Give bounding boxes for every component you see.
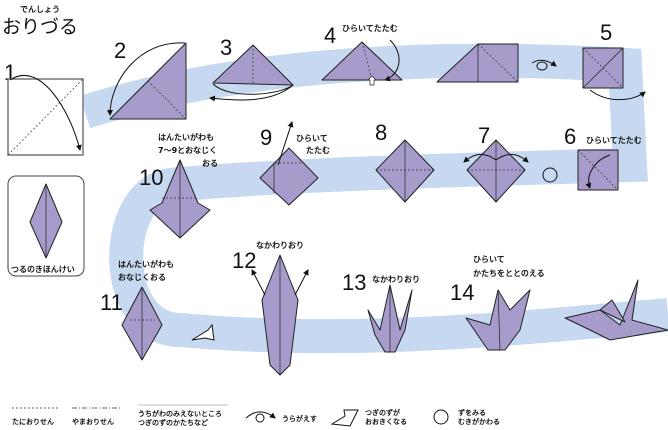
step-number: 6: [564, 124, 576, 149]
step-12-caption: なかわりおり: [256, 241, 304, 250]
step-13-caption: なかわりおり: [372, 275, 420, 284]
legend-label: やまおりせん: [72, 417, 114, 426]
step-9-caption-2: たたむ: [306, 145, 330, 155]
step-10-caption-1: はんたいがわも: [158, 132, 214, 142]
step-8: 8: [375, 120, 435, 203]
step-4-caption: ひらいてたたむ: [342, 23, 398, 33]
step-number: 10: [139, 165, 163, 190]
legend-label: つぎのずが: [365, 408, 400, 417]
step-11-caption-1: はんたいがわも: [118, 259, 174, 269]
step-6: 6 ひらいてたたむ: [564, 124, 642, 191]
step-number: 3: [220, 35, 232, 60]
step-13: 13 なかわりおり: [342, 270, 420, 353]
base-box-label: つるのきほんけい: [11, 265, 75, 274]
legend-label: おおきくなる: [365, 417, 407, 426]
step-4b: [436, 43, 519, 83]
step-number: 5: [600, 20, 612, 45]
crane-base-box: つるのきほんけい: [7, 175, 85, 277]
step-1: 1: [4, 60, 84, 156]
turn-over-icon: [531, 59, 557, 71]
step-11: 11 はんたいがわも おなじくおる: [100, 259, 174, 361]
step-9-caption-1: ひらいて: [296, 134, 328, 143]
step-10-caption-2: 7〜9とおなじく: [158, 146, 217, 155]
step-number: 13: [342, 270, 366, 295]
step-14-caption-2: かたちをととのえる: [473, 268, 545, 278]
step-number: 11: [100, 290, 123, 315]
legend-label: うちがわのみえないところ: [138, 409, 222, 418]
finished-crane: [564, 279, 668, 341]
legend-label: つぎのずのかたちなど: [138, 418, 208, 427]
page-title: おりづる: [2, 16, 78, 38]
legend-label: むきがかわる: [458, 417, 500, 426]
step-7: 7: [463, 123, 529, 203]
step-number: 12: [232, 248, 256, 273]
step-10-caption-3: おる: [202, 159, 218, 168]
legend-label: たにおりせん: [12, 417, 54, 426]
legend: たにおりせん やまおりせん うちがわのみえないところ つぎのずのかたちなど うら…: [12, 404, 500, 427]
flow-band: [79, 43, 668, 354]
rotate-icon: [433, 409, 449, 425]
step-14: 14 ひらいて かたちをととのえる: [450, 255, 545, 351]
step-number: 8: [375, 120, 387, 145]
enlarge-icon: [330, 409, 359, 427]
step-5: 5: [582, 20, 646, 101]
step-4: 4 ひらいてたたむ: [321, 23, 403, 86]
step-10: 10 はんたいがわも 7〜9とおなじく おる: [139, 132, 218, 239]
legend-label: ずをみる: [458, 408, 486, 417]
step-number: 2: [114, 38, 126, 63]
step-11-caption-2: おなじくおる: [118, 273, 166, 282]
step-2: 2: [107, 38, 187, 120]
step-number: 7: [478, 123, 490, 148]
step-14-caption-1: ひらいて: [473, 255, 505, 264]
step-number: 9: [260, 125, 272, 150]
turn-over-icon: [245, 411, 276, 423]
step-number: 14: [450, 280, 474, 305]
step-3: 3: [209, 35, 294, 102]
step-9: 9 ひらいて たたむ: [259, 121, 330, 206]
rotate-icon: [542, 167, 558, 183]
step-6-caption: ひらいてたたむ: [586, 135, 642, 145]
step-12: 12 なかわりおり: [232, 241, 309, 376]
step-number: 4: [324, 23, 336, 48]
enlarge-arrow: [191, 323, 215, 341]
legend-label: うらがえす: [282, 414, 317, 423]
title-ruby: でんしょう: [20, 5, 60, 14]
